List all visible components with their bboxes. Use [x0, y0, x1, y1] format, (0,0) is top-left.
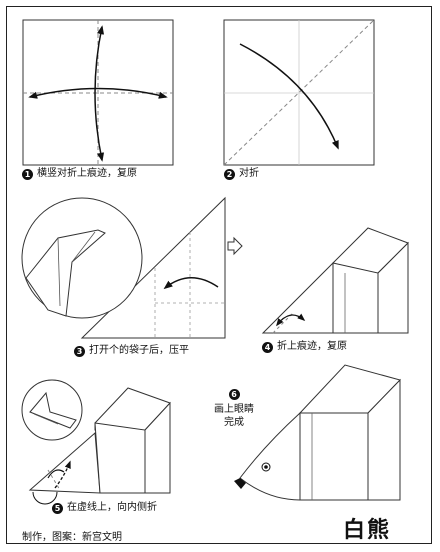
- step6-number: 6: [228, 389, 240, 400]
- step2-figure: [223, 19, 375, 166]
- step2-number: 2: [224, 168, 235, 180]
- head-side: [367, 378, 401, 501]
- body-triangle: [28, 431, 101, 494]
- fold-arrow: [276, 313, 306, 327]
- step1-label: 横竖对折上痕迹，复原: [37, 168, 137, 179]
- detail-circle: [21, 379, 83, 441]
- step1-number: 1: [22, 168, 33, 180]
- step5-label: 在虚线上，向内侧折: [67, 502, 157, 513]
- step1-caption: 1 横竖对折上痕迹，复原: [22, 168, 137, 180]
- step6-figure: [234, 364, 401, 501]
- step3-label: 打开个的袋子后，压平: [89, 345, 189, 356]
- page-frame: [6, 6, 432, 544]
- detail-edge-2: [71, 231, 96, 263]
- step6-caption: 6 画上眼睛 完成: [206, 389, 262, 429]
- step4-label: 折上痕迹，复原: [277, 341, 347, 352]
- inside-fold-line: [47, 469, 61, 491]
- step6-line1: 画上眼睛: [214, 404, 254, 415]
- step3-number: 3: [74, 345, 85, 357]
- step4-number: 4: [262, 341, 273, 353]
- head-side: [144, 401, 171, 494]
- detail-edge: [57, 237, 61, 307]
- step4-caption: 4 折上痕迹，复原: [262, 341, 347, 353]
- detail-fold: [29, 391, 77, 429]
- head-front: [299, 412, 369, 501]
- step3-caption: 3 打开个的袋子后，压平: [74, 345, 189, 357]
- step5-figure: [21, 379, 171, 505]
- diagram-title: 白熊: [343, 518, 392, 543]
- step2-label: 对折: [239, 168, 259, 179]
- step5-caption: 5 在虚线上，向内侧折: [52, 502, 157, 514]
- head-front: [94, 422, 146, 494]
- inside-fold-arrow: [54, 460, 71, 489]
- pupil-icon: [264, 465, 268, 469]
- step4-figure: [261, 227, 409, 334]
- detail-fold: [25, 229, 106, 317]
- fold-curve: [32, 491, 58, 505]
- step2-caption: 2 对折: [224, 168, 259, 180]
- vertical-fold-arrow: [94, 25, 105, 162]
- step1-figure: [22, 19, 174, 166]
- detail-circle: [21, 197, 143, 319]
- credit-text: 制作，图案：新宫文明: [22, 532, 122, 543]
- detail-edge: [33, 413, 59, 425]
- body-triangle: [261, 261, 334, 334]
- step3-figure: [21, 196, 243, 339]
- inside-fold-mark: [47, 469, 65, 479]
- nose-icon: [234, 478, 246, 489]
- diagonal-fold-arrow: [239, 43, 339, 150]
- head-front: [332, 262, 379, 334]
- open-pocket-arrow: [227, 236, 243, 256]
- head-side: [377, 241, 409, 334]
- step5-number: 5: [52, 502, 63, 514]
- squash-arrow: [163, 277, 219, 290]
- step6-line2: 完成: [224, 417, 244, 428]
